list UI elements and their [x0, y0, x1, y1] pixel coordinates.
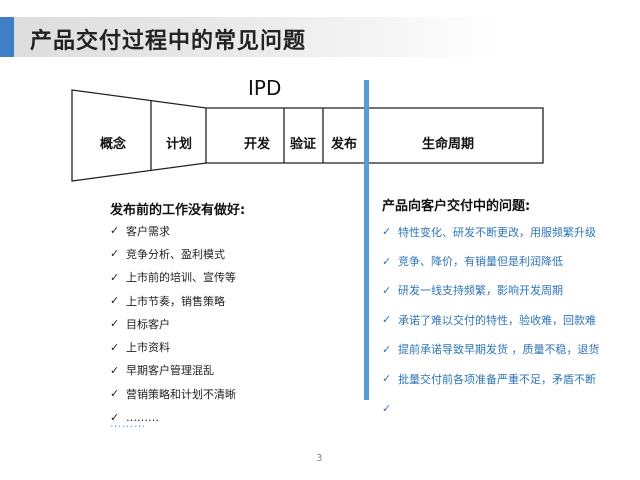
list-item: ✓………	[110, 405, 236, 428]
list-item-text: 上市资料	[126, 341, 170, 355]
list-item: ✓ 客户需求	[110, 219, 236, 242]
list-item-text: 特性变化、研发不断更改，用服频繁升级	[398, 225, 596, 239]
list-item: ✓ 竞争、降价，有销量但是利润降低	[382, 246, 600, 275]
title-accent-bar	[0, 17, 14, 57]
page-number: 3	[316, 453, 323, 464]
list-item-text: 目标客户	[126, 317, 170, 331]
list-item-text: 研发一线支持频繁，影响开发周期	[398, 284, 563, 298]
check-icon: ✓	[110, 340, 120, 354]
list-item: ✓ 早期客户管理混乱	[110, 359, 236, 382]
list-item-text: 营销策略和计划不清晰	[126, 387, 236, 401]
stage-verify: 验证	[290, 137, 317, 152]
check-icon: ✓	[110, 247, 120, 261]
list-item-text: 提前承诺导致早期发货 ，质量不稳，退货	[398, 343, 600, 357]
list-item-text: 承诺了难以交付的特性，验收难，回款难	[398, 313, 596, 327]
check-icon: ✓	[382, 342, 392, 356]
ipd-label: IPD	[248, 76, 282, 100]
list-item-text: 竞争分析、盈利模式	[126, 247, 225, 261]
check-icon: ✓	[110, 294, 120, 308]
check-icon: ✓	[382, 313, 392, 327]
stage-concept: 概念	[100, 137, 127, 152]
stage-release: 发布	[331, 137, 358, 152]
list-item: ✓ 研发一线支持频繁，影响开发周期	[382, 276, 600, 305]
check-icon: ✓	[110, 224, 120, 238]
title-bar: 产品交付过程中的常见问题	[0, 17, 500, 57]
check-icon: ✓	[110, 363, 120, 377]
list-item: ✓	[382, 393, 600, 422]
list-item: ✓ 上市节奏，销售策略	[110, 289, 236, 312]
list-item: ✓ 营销策略和计划不清晰	[110, 382, 236, 405]
list-item: ✓ 目标客户	[110, 312, 236, 335]
list-item: ✓ 特性变化、研发不断更改，用服频繁升级	[382, 217, 600, 246]
page-title: 产品交付过程中的常见问题	[30, 29, 307, 54]
check-icon: ✓	[110, 270, 120, 284]
check-icon: ✓	[110, 387, 120, 401]
stage-plan: 计划	[166, 137, 193, 152]
list-item: ✓ 竞争分析、盈利模式	[110, 242, 236, 265]
check-icon: ✓	[382, 401, 392, 415]
stage-lifecycle: 生命周期	[422, 137, 475, 152]
release-divider	[364, 80, 369, 400]
trailing-dots: ………	[110, 417, 146, 430]
list-item-text: 客户需求	[126, 224, 170, 238]
list-item-text: ………	[126, 410, 159, 424]
right-section-heading: 产品向客户交付中的问题:	[382, 199, 531, 214]
check-icon: ✓	[382, 283, 392, 297]
list-item: ✓ 承诺了难以交付的特性，验收难，回款难	[382, 305, 600, 334]
check-icon: ✓	[110, 317, 120, 331]
list-item: ✓ 批量交付前各项准备严重不足，矛盾不断	[382, 364, 600, 393]
list-item-text: 上市前的培训、宣传等	[126, 271, 236, 285]
left-section-heading: 发布前的工作没有做好:	[110, 203, 246, 218]
right-issue-list: ✓ 特性变化、研发不断更改，用服频繁升级 ✓ 竞争、降价，有销量但是利润降低 ✓ 研发…	[382, 217, 600, 423]
stage-develop: 开发	[244, 137, 271, 152]
check-icon: ✓	[110, 410, 120, 424]
list-item-text: 批量交付前各项准备严重不足，矛盾不断	[398, 372, 596, 386]
left-issue-list: ✓客户需求 ✓竞争分析、盈利模式 ✓上市前的培训、宣传等 ✓上市节奏，销售策略 …	[110, 219, 236, 429]
check-icon: ✓	[382, 372, 392, 386]
list-item-text: 竞争、降价，有销量但是利润降低	[398, 255, 563, 269]
list-item-text: 早期客户管理混乱	[126, 364, 214, 378]
check-icon: ✓	[382, 254, 392, 268]
list-item: ✓ 上市前的培训、宣传等	[110, 266, 236, 289]
list-item-text: 上市节奏，销售策略	[126, 294, 225, 308]
list-item: ✓ 上市资料	[110, 335, 236, 358]
list-item: ✓ 提前承诺导致早期发货 ，质量不稳，退货	[382, 335, 600, 364]
check-icon: ✓	[382, 225, 392, 239]
